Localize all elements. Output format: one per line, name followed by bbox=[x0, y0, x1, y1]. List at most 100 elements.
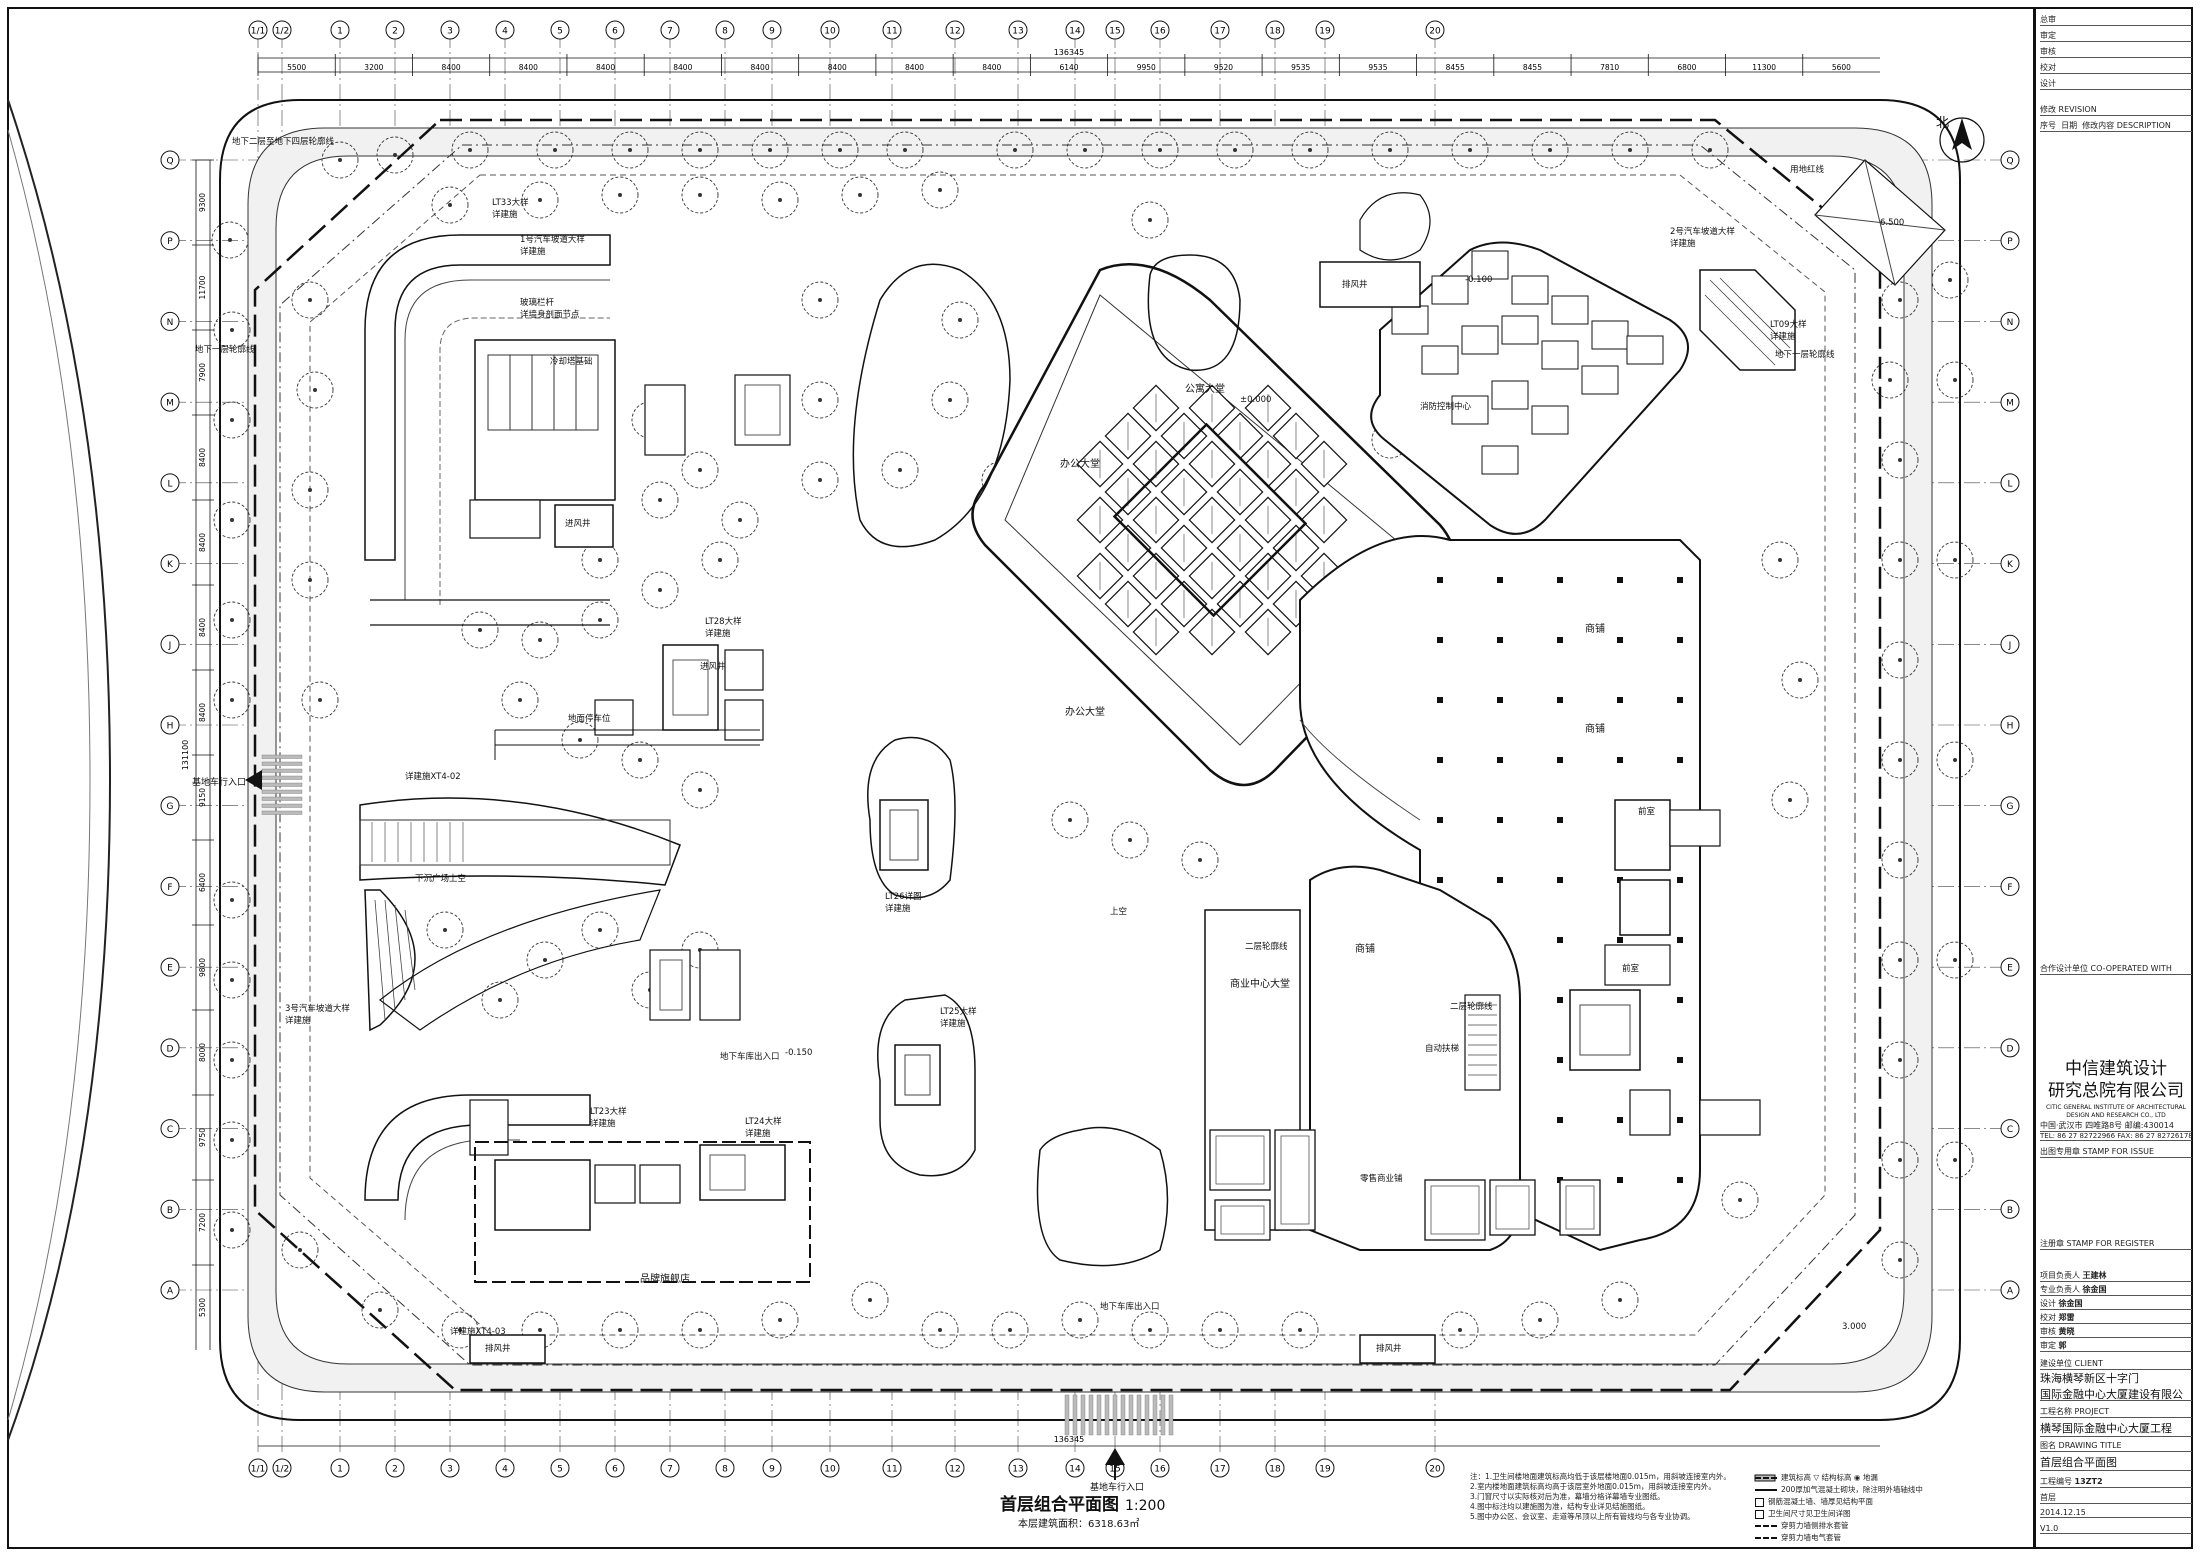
structural-column bbox=[1557, 997, 1563, 1003]
grid-bubble bbox=[1008, 1458, 1028, 1478]
grid-row-label: A bbox=[167, 1287, 174, 1297]
grid-column-label: 14 bbox=[1069, 1465, 1081, 1475]
sunken-plaza bbox=[359, 797, 741, 1032]
structural-column bbox=[1497, 697, 1503, 703]
tree-symbol bbox=[1181, 841, 1219, 879]
grid-bubble bbox=[2000, 796, 2020, 816]
tree-symbol bbox=[681, 451, 719, 489]
label-lt26: LT26详图 详建施 bbox=[885, 892, 922, 914]
dimension-label: 8400 bbox=[198, 533, 207, 552]
core-room-hatch bbox=[1099, 449, 1101, 479]
core-room-hatch bbox=[1239, 421, 1241, 451]
core-room-inner bbox=[1215, 1135, 1265, 1185]
grid-bubble bbox=[1425, 1458, 1445, 1478]
tree-trunk bbox=[1888, 378, 1892, 382]
tree-trunk bbox=[230, 328, 234, 332]
grid-bubble bbox=[160, 1280, 180, 1300]
sign-row: 总审 bbox=[2040, 14, 2192, 26]
tree-symbol bbox=[301, 681, 339, 719]
tree-trunk bbox=[1898, 858, 1902, 862]
structural-column bbox=[1677, 1117, 1683, 1123]
tree-trunk bbox=[1953, 558, 1957, 562]
tree-trunk bbox=[228, 238, 232, 242]
tree-trunk bbox=[1898, 1258, 1902, 1262]
legend-item: 穿剪力墙侧排水套管 bbox=[1781, 1521, 1849, 1530]
tree-symbol bbox=[1881, 541, 1919, 579]
grid-bubble bbox=[160, 392, 180, 412]
crosswalk-stripe bbox=[1144, 1394, 1150, 1436]
core-room-hatch bbox=[1127, 533, 1129, 563]
core-room-hatch bbox=[1267, 393, 1269, 423]
tree-symbol bbox=[801, 281, 839, 319]
tb-row: 审核 黄晓 bbox=[2040, 1326, 2192, 1338]
tree-trunk bbox=[1788, 798, 1792, 802]
grid-bubble bbox=[945, 20, 965, 40]
crosswalk-stripe bbox=[1096, 1394, 1102, 1436]
tree-trunk bbox=[1798, 678, 1802, 682]
crosswalk-stripe bbox=[1160, 1394, 1166, 1436]
structural-column bbox=[1497, 577, 1503, 583]
core-room-hatch bbox=[1211, 617, 1213, 647]
tree-trunk bbox=[308, 488, 312, 492]
client-name: 珠海横琴新区十字门 国际金融中心大厦建设有限公司 bbox=[2040, 1370, 2192, 1401]
grid-row-label: J bbox=[168, 641, 172, 651]
grid-bubble bbox=[248, 1458, 268, 1478]
core-room-hatch bbox=[1211, 505, 1213, 535]
tree-trunk bbox=[1898, 1158, 1902, 1162]
tree-symbol bbox=[801, 381, 839, 419]
grid-bubble bbox=[330, 20, 350, 40]
tree-symbol bbox=[481, 981, 519, 1019]
tree-symbol bbox=[211, 221, 249, 259]
grid-bubble bbox=[1265, 1458, 1285, 1478]
grid-row-label: E bbox=[2007, 964, 2013, 974]
grid-row-label: C bbox=[167, 1125, 173, 1135]
core-room-hatch bbox=[1155, 393, 1157, 423]
grid-bubble bbox=[1315, 1458, 1335, 1478]
grid-column-label: 19 bbox=[1319, 1465, 1331, 1475]
tree-symbol bbox=[1881, 641, 1919, 679]
tree-symbol bbox=[581, 601, 619, 639]
note-line: 2.室内楼地面建筑标高均高于该层室外地面0.015m，用斜坡连接室内外。 bbox=[1470, 1482, 1716, 1491]
tree-symbol bbox=[1931, 261, 1969, 299]
core-room-hatch bbox=[1323, 505, 1325, 535]
ramp-3 bbox=[364, 1094, 591, 1221]
tree-trunk bbox=[230, 518, 234, 522]
tree-trunk bbox=[1548, 148, 1552, 152]
crosswalk-stripe bbox=[261, 789, 303, 794]
revision-header: 修改 REVISION bbox=[2040, 104, 2192, 116]
tree-trunk bbox=[1013, 148, 1017, 152]
structural-column bbox=[1617, 697, 1623, 703]
structural-column bbox=[1677, 697, 1683, 703]
tree-symbol bbox=[291, 561, 329, 599]
drawing-date: 2014.12.15 bbox=[2040, 1508, 2192, 1518]
grid-column-label: 12 bbox=[949, 1465, 960, 1475]
sign-row: 设计 bbox=[2040, 78, 2192, 90]
grid-column-label: 8 bbox=[722, 1465, 728, 1475]
label-basement1-right: 地下一层轮廓线 bbox=[1775, 350, 1835, 360]
tree-symbol bbox=[281, 1231, 319, 1269]
structural-column bbox=[1497, 637, 1503, 643]
grid-bubble bbox=[605, 20, 625, 40]
tree-trunk bbox=[1898, 558, 1902, 562]
structural-column bbox=[1557, 817, 1563, 823]
tree-trunk bbox=[230, 1058, 234, 1062]
tree-symbol bbox=[213, 681, 251, 719]
core-room bbox=[1559, 1179, 1601, 1236]
core-room bbox=[1209, 1129, 1271, 1191]
tree-trunk bbox=[1628, 148, 1632, 152]
total-dimension: 136345 bbox=[1054, 48, 1085, 57]
tree-trunk bbox=[598, 928, 602, 932]
grid-column-label: 11 bbox=[886, 1465, 897, 1475]
tree-symbol bbox=[611, 131, 649, 169]
structural-column bbox=[1677, 877, 1683, 883]
structural-column bbox=[1617, 1117, 1623, 1123]
project-no: 工程编号 13ZT2 bbox=[2040, 1476, 2192, 1488]
label-upper: 上空 bbox=[1110, 907, 1128, 917]
label-detail-xt2: 详建施XT4-03 bbox=[450, 1327, 506, 1337]
crosswalk-stripe bbox=[1104, 1394, 1110, 1436]
core-room-inner bbox=[1220, 1205, 1265, 1235]
client-label: 建设单位 CLIENT bbox=[2040, 1358, 2192, 1370]
grid-bubble bbox=[385, 1458, 405, 1478]
label-commercial-lobby: 商业中心大堂 bbox=[1230, 979, 1290, 990]
sign-row: 审核 bbox=[2040, 46, 2192, 58]
